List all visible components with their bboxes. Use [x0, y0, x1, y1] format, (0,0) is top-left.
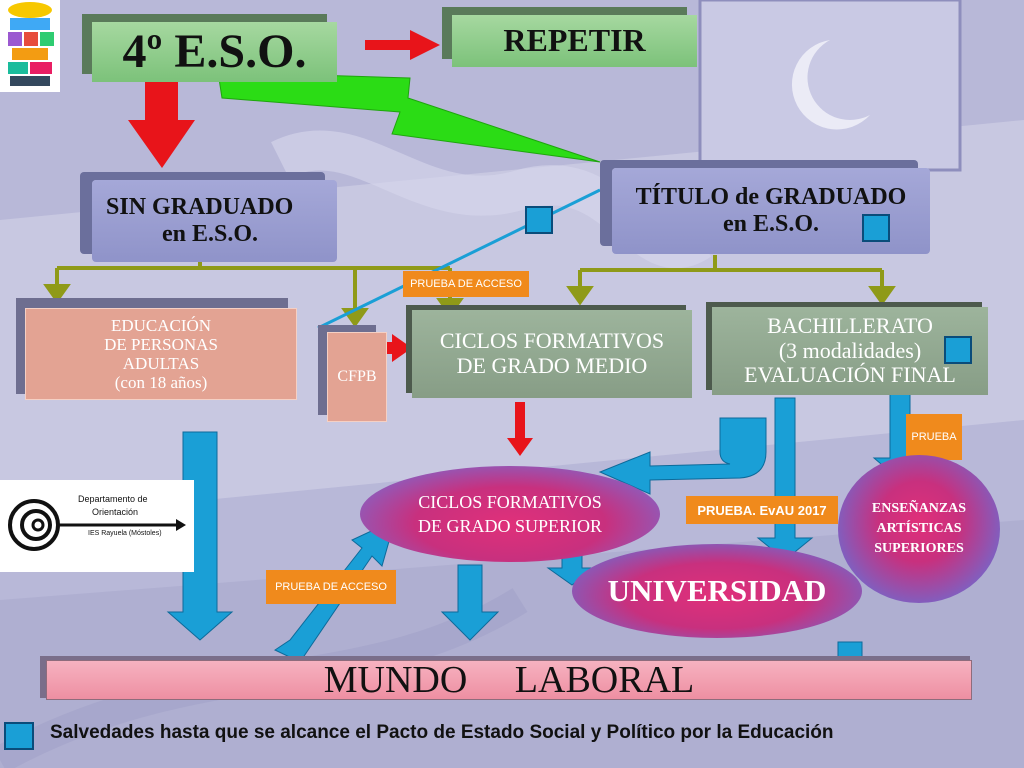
- adultos-line2: DE PERSONAS: [104, 334, 218, 354]
- adultos-line3: ADULTAS: [122, 354, 200, 373]
- mundo-laboral-label: MUNDO LABORAL: [323, 658, 695, 701]
- arrow-eso-to-sin-graduado: [128, 78, 195, 168]
- grado-medio-line2: DE GRADO MEDIO: [456, 353, 648, 378]
- node-eso: 4º E.S.O.: [92, 22, 337, 82]
- blue-marker-bachillerato: [944, 336, 972, 364]
- orientacion-logo: Departamento de Orientación IES Rayuela …: [0, 480, 194, 572]
- titulo-line1: TÍTULO de GRADUADO: [635, 184, 907, 211]
- node-artisticas: ENSEÑANZAS ARTÍSTICAS SUPERIORES: [838, 455, 1000, 603]
- bachillerato-line3: EVALUACIÓN FINAL: [744, 362, 956, 388]
- arrow-cfpb-to-titulo: [317, 188, 601, 330]
- repetir-label: REPETIR: [503, 22, 646, 59]
- arrow-grado-medio-to-superior: [507, 402, 533, 456]
- artisticas-line2: ARTÍSTICAS: [876, 520, 962, 536]
- logo-badge: [0, 0, 60, 92]
- grado-superior-line1: CICLOS FORMATIVOS: [418, 491, 602, 512]
- node-bachillerato: BACHILLERATO (3 modalidades) EVALUACIÓN …: [712, 307, 988, 395]
- universidad-label: UNIVERSIDAD: [607, 572, 827, 608]
- node-grado-medio: CICLOS FORMATIVOS DE GRADO MEDIO: [412, 310, 692, 398]
- bachillerato-line2: (3 modalidades): [778, 337, 922, 363]
- moon-shape: [791, 40, 870, 130]
- node-sin-graduado: SIN GRADUADO en E.S.O.: [92, 180, 337, 262]
- node-mundo-laboral: MUNDO LABORAL: [46, 658, 972, 701]
- puzzle-logo-icon: [8, 2, 54, 86]
- grado-superior-line2: DE GRADO SUPERIOR: [417, 516, 603, 536]
- tag-prueba-acceso-top: PRUEBA DE ACCESO: [403, 271, 529, 297]
- footer-note: Salvedades hasta que se alcance el Pacto…: [50, 722, 834, 743]
- artisticas-line1: ENSEÑANZAS: [871, 500, 967, 516]
- tag-prueba: PRUEBA: [906, 414, 962, 460]
- blue-marker-titulo: [862, 214, 890, 242]
- prueba-label: PRUEBA: [911, 431, 957, 443]
- footer-marker: [4, 722, 34, 750]
- sin-graduado-line2: en E.S.O.: [162, 221, 259, 247]
- grado-medio-line1: CICLOS FORMATIVOS: [439, 328, 665, 354]
- node-universidad: UNIVERSIDAD: [572, 544, 862, 638]
- tag-prueba-acceso-bottom: PRUEBA DE ACCESO: [266, 570, 396, 604]
- orientacion-line1: Departamento de: [78, 494, 148, 504]
- adultos-line4: (con 18 años): [114, 373, 208, 393]
- connectors-titulo: [566, 255, 896, 306]
- sin-graduado-line1: SIN GRADUADO: [106, 194, 294, 221]
- node-repetir: REPETIR: [452, 15, 697, 67]
- spiral-key-icon: [8, 499, 186, 551]
- orientacion-line2: Orientación: [92, 507, 139, 517]
- cfpb-label: CFPB: [337, 368, 377, 386]
- titulo-line2: en E.S.O.: [722, 211, 820, 237]
- adultos-line1: EDUCACIÓN: [110, 315, 212, 335]
- prueba-evau-label: PRUEBA. EvAU 2017: [697, 502, 827, 518]
- arrow-eso-to-repetir: [365, 30, 440, 60]
- blue-marker-cfpb-link: [525, 206, 553, 234]
- node-adultos: EDUCACIÓN DE PERSONAS ADULTAS (con 18 añ…: [25, 308, 297, 400]
- orientacion-line3: IES Rayuela (Móstoles): [88, 530, 162, 537]
- bachillerato-line1: BACHILLERATO: [767, 313, 933, 339]
- arrow-eso-to-titulo: [217, 71, 601, 163]
- node-cfpb: CFPB: [327, 332, 387, 422]
- node-grado-superior: CICLOS FORMATIVOS DE GRADO SUPERIOR: [360, 466, 660, 562]
- artisticas-line3: SUPERIORES: [874, 541, 964, 557]
- prueba-acceso-top-label: PRUEBA DE ACCESO: [410, 278, 522, 290]
- tag-prueba-evau: PRUEBA. EvAU 2017: [686, 496, 838, 524]
- eso-label: 4º E.S.O.: [122, 25, 307, 79]
- prueba-acceso-bottom-label: PRUEBA DE ACCESO: [275, 581, 387, 593]
